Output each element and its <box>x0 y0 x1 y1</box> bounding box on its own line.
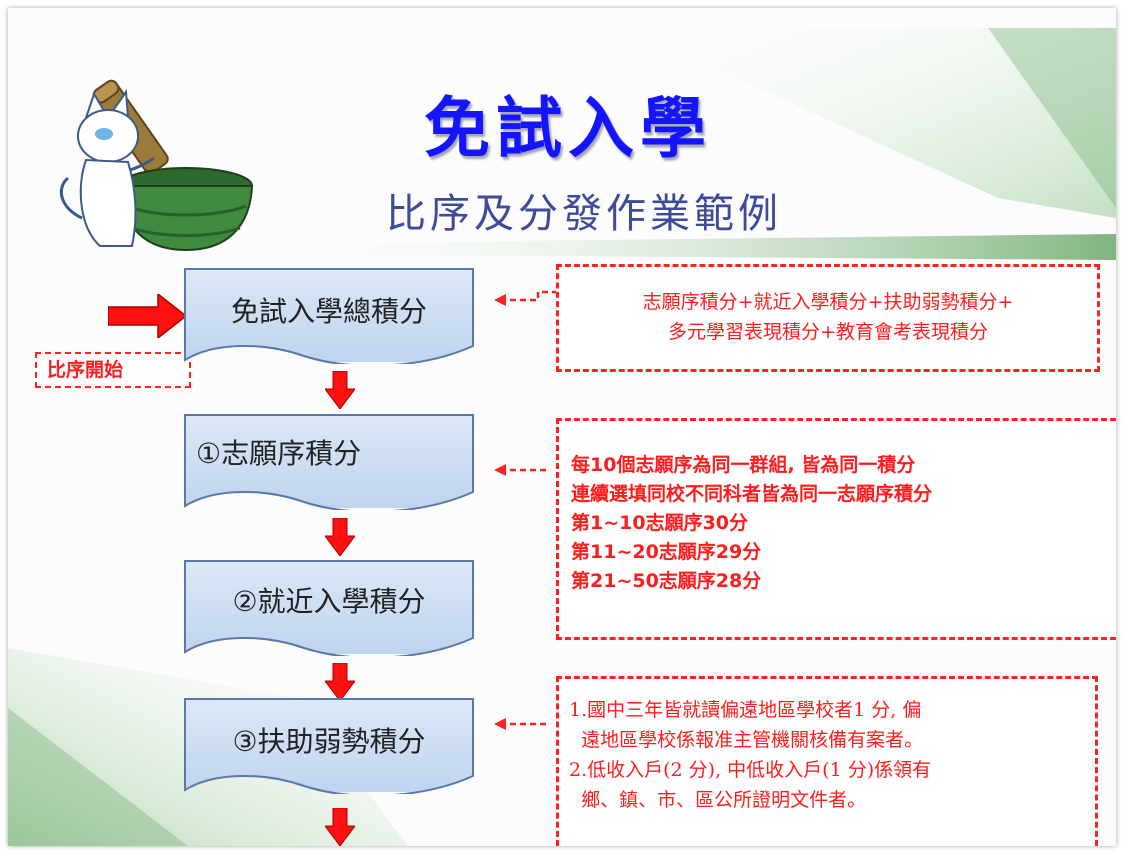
note-preference-line-1: 每10個志願序為同一群組, 皆為同一積分 <box>571 454 916 476</box>
start-label: 比序開始 <box>35 352 191 388</box>
down-arrow-2 <box>325 518 355 556</box>
note-preference-line-3: 第1~10志願序30分 <box>571 512 749 534</box>
note-disadvantaged-line-2: 遠地區學校係報准主管機關核備有案者。 <box>569 729 924 751</box>
down-arrow-1 <box>325 371 355 409</box>
slide-title: 免試入學 <box>424 90 712 167</box>
down-arrow-3 <box>325 663 355 701</box>
slide: 免試入學 比序及分發作業範例 比序開始 免試入學總積分 ①志願序積分 ②就近入學… <box>8 8 1116 846</box>
note-preference-line-4: 第11~20志願序29分 <box>571 541 762 563</box>
note-disadvantaged-line-3: 2.低收入戶(2 分), 中低收入戶(1 分)係領有 <box>569 759 932 781</box>
note-total-line-1: 志願序積分+就近入學積分+扶助弱勢積分+ <box>642 291 1014 313</box>
cat-mortar-illustration <box>59 79 254 252</box>
note-total-line-2: 多元學習表現積分+教育會考表現積分 <box>668 321 988 343</box>
down-arrow-4 <box>325 808 355 846</box>
slide-subtitle: 比序及分發作業範例 <box>386 191 782 237</box>
step-preference-label: ①志願序積分 <box>196 437 362 470</box>
step-disadvantaged-label: ③扶助弱勢積分 <box>232 725 426 758</box>
connector-preference <box>494 464 550 476</box>
note-disadvantaged-line-1: 1.國中三年皆就讀偏遠地區學校者1 分, 偏 <box>569 699 922 721</box>
note-preference-line-2: 連續選填同校不同科者皆為同一志願序積分 <box>571 483 933 505</box>
note-disadvantaged: 1.國中三年皆就讀偏遠地區學校者1 分, 偏 遠地區學校係報准主管機關核備有案者… <box>556 676 1098 846</box>
note-disadvantaged-line-4: 鄉、鎮、市、區公所證明文件者。 <box>569 789 867 811</box>
note-total: 志願序積分+就近入學積分+扶助弱勢積分+ 多元學習表現積分+教育會考表現積分 <box>556 264 1100 372</box>
connector-disadvantaged <box>494 718 550 730</box>
start-arrow <box>108 294 188 338</box>
note-preference-line-5: 第21~50志願序28分 <box>571 570 762 592</box>
note-preference: 每10個志願序為同一群組, 皆為同一積分 連續選填同校不同科者皆為同一志願序積分… <box>556 418 1116 640</box>
step-proximity-label: ②就近入學積分 <box>232 585 426 618</box>
step-total-label: 免試入學總積分 <box>230 295 427 328</box>
